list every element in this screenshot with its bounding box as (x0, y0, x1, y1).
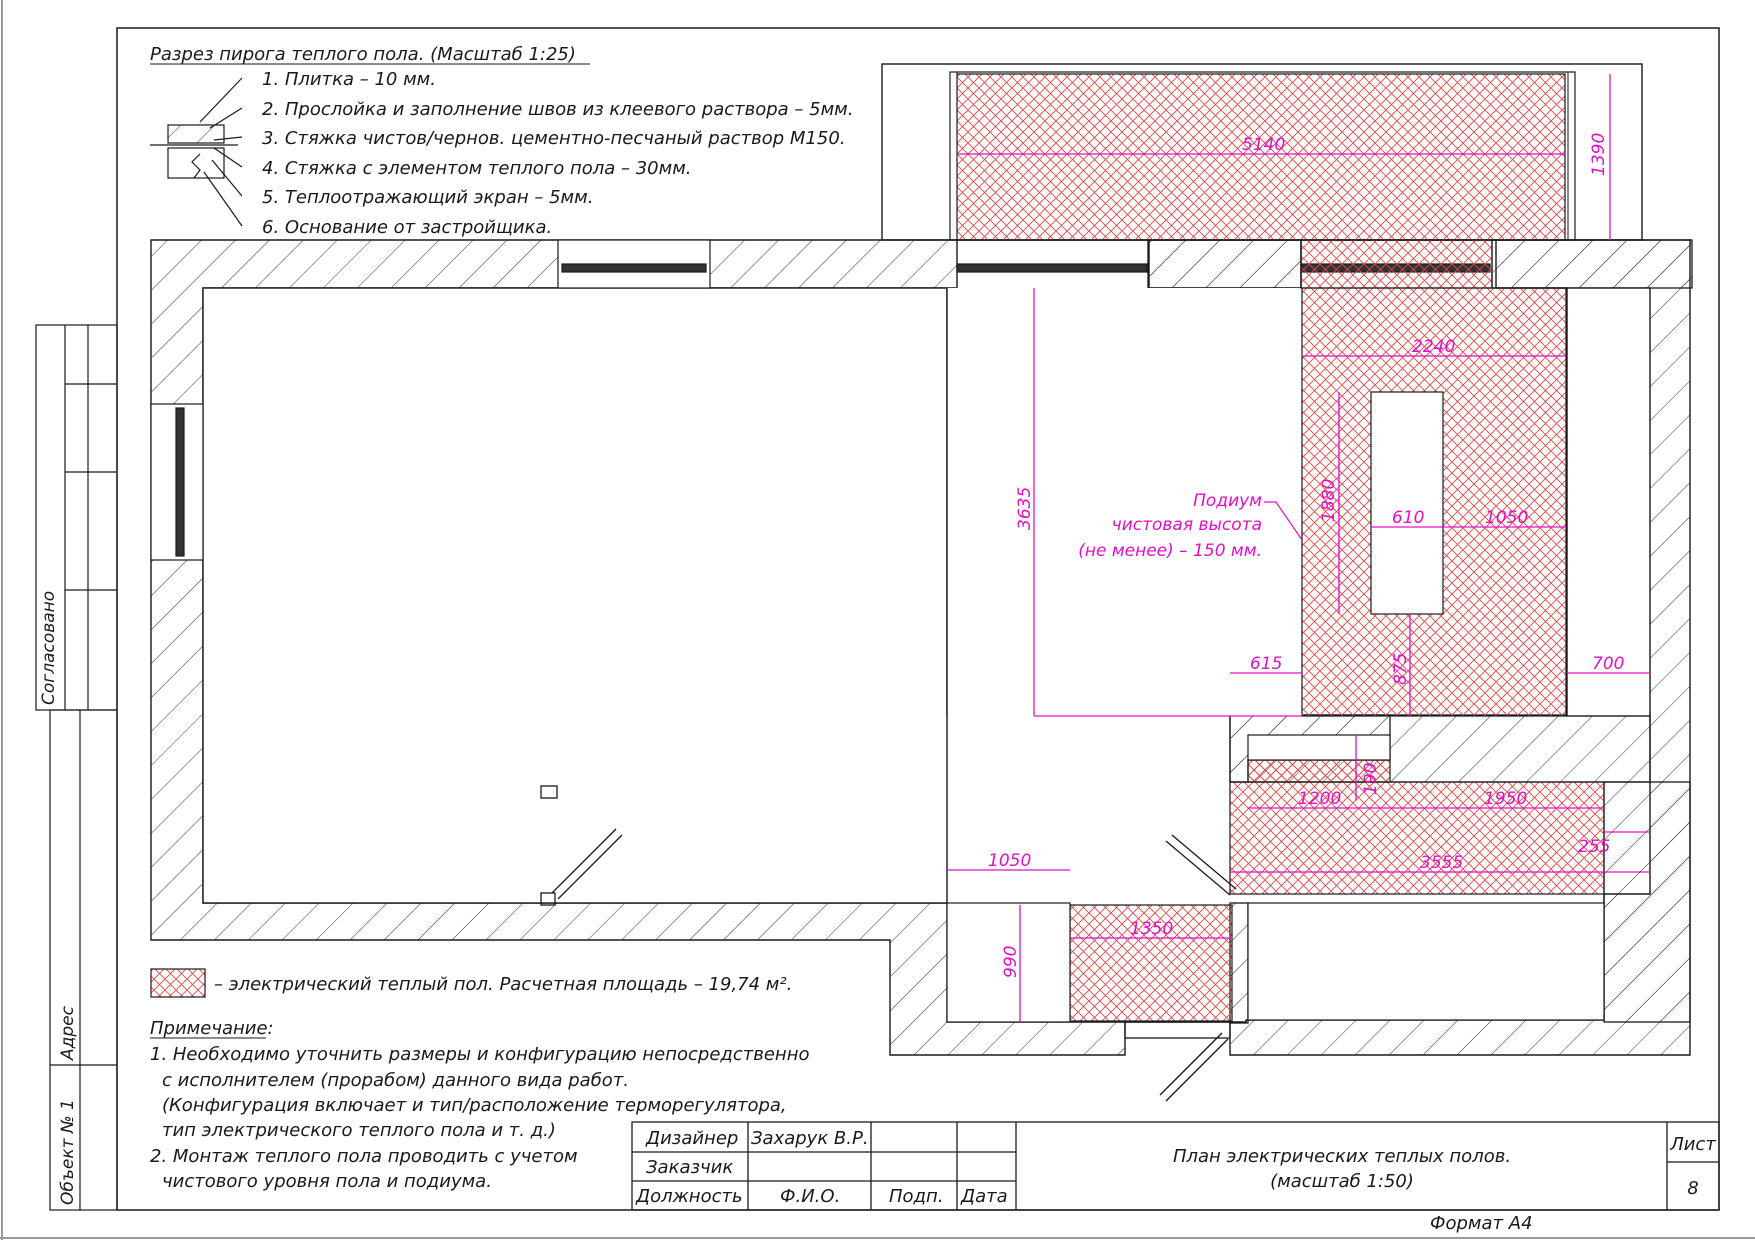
dim-875: 875 (1391, 653, 1411, 685)
dim-190: 190 (1361, 763, 1381, 795)
dim-3555: 3555 (1420, 853, 1463, 873)
sign-label: Подп. (889, 1186, 943, 1207)
layer-6: 6. Основание от застройщика. (262, 217, 552, 238)
dim-2240: 2240 (1412, 337, 1455, 357)
address-label: Адрес (58, 1005, 78, 1061)
dim-1950: 1950 (1484, 789, 1527, 809)
layer-4: 4. Стяжка с элементом теплого пола – 30м… (262, 158, 692, 179)
layer-3: 3. Стяжка чистов/чернов. цементно-песчан… (262, 128, 846, 149)
dim-1050-bath: 1050 (988, 851, 1031, 871)
dim-1200: 1200 (1298, 789, 1341, 809)
title-block-text: Дизайнер Захарук В.Р. Заказчик Должность… (635, 1128, 1716, 1207)
customer-label: Заказчик (646, 1157, 733, 1178)
dim-1390: 1390 (1589, 133, 1609, 176)
note-line-5: 2. Монтаж теплого пола проводить с учето… (150, 1146, 578, 1167)
podium-note: Подиум чистовая высота (не менее) – 150 … (1078, 491, 1262, 561)
dim-1350: 1350 (1130, 919, 1173, 939)
dim-990: 990 (1001, 946, 1021, 978)
podium-note-line-1: Подиум (1193, 491, 1262, 511)
position-label: Должность (635, 1186, 743, 1207)
layer-2: 2. Прослойка и заполнение швов из клеево… (262, 99, 853, 120)
dimension-values: 5140 1390 2240 3635 1880 610 1050 875 61… (988, 133, 1624, 978)
section-title: Разрез пирога теплого пола. (Масштаб 1:2… (150, 44, 576, 65)
dim-610: 610 (1392, 508, 1424, 528)
heated-floor-zones (956, 73, 1605, 1022)
designer-name: Захарук В.Р. (751, 1128, 869, 1149)
sheet-title-line-1: План электрических теплых полов. (1173, 1146, 1511, 1167)
sheet-number: 8 (1687, 1178, 1698, 1199)
dim-255: 255 (1578, 837, 1610, 857)
podium-note-line-2: чистовая высота (1112, 515, 1262, 535)
dim-1880: 1880 (1319, 479, 1339, 522)
note-line-6: чистового уровня пола и подиума. (162, 1171, 492, 1192)
dim-5140: 5140 (1242, 135, 1285, 155)
note-line-4: тип электрического теплого пола и т. д.) (162, 1120, 556, 1141)
format-label: Формат А4 (1430, 1213, 1533, 1234)
dimension-lines (947, 74, 1650, 1022)
dim-615: 615 (1250, 654, 1282, 674)
sheet-title-line-2: (масштаб 1:50) (1270, 1171, 1414, 1192)
heated-floor-swatch (150, 968, 206, 998)
side-stamp (35, 324, 118, 1211)
section-legend: Разрез пирога теплого пола. (Масштаб 1:2… (150, 44, 853, 238)
note-line-1: 1. Необходимо уточнить размеры и конфигу… (150, 1044, 809, 1065)
object-label: Объект № 1 (58, 1099, 78, 1205)
doors (540, 785, 1237, 1102)
dim-1050-podium: 1050 (1485, 508, 1528, 528)
fio-label: Ф.И.О. (780, 1186, 840, 1207)
note-line-2: с исполнителем (прорабом) данного вида р… (162, 1070, 629, 1091)
podium-note-line-3: (не менее) – 150 мм. (1078, 541, 1262, 561)
notes: Примечание: 1. Необходимо уточнить разме… (150, 1018, 809, 1192)
dim-700: 700 (1592, 654, 1624, 674)
title-block (631, 1121, 1720, 1211)
sheet-label: Лист (1669, 1134, 1716, 1155)
floor-section-sketch (150, 77, 243, 227)
layer-5: 5. Теплоотражающий экран – 5мм. (262, 187, 593, 208)
note-line-3: (Конфигурация включает и тип/расположени… (162, 1095, 787, 1116)
layer-1: 1. Плитка – 10 мм. (262, 69, 436, 90)
notes-title: Примечание: (150, 1018, 274, 1039)
dim-3635: 3635 (1015, 487, 1035, 530)
agreed-label: Согласовано (39, 591, 59, 705)
date-label: Дата (960, 1186, 1008, 1207)
heated-floor-legend: – электрический теплый пол. Расчетная пл… (214, 974, 792, 995)
designer-label: Дизайнер (645, 1128, 738, 1149)
